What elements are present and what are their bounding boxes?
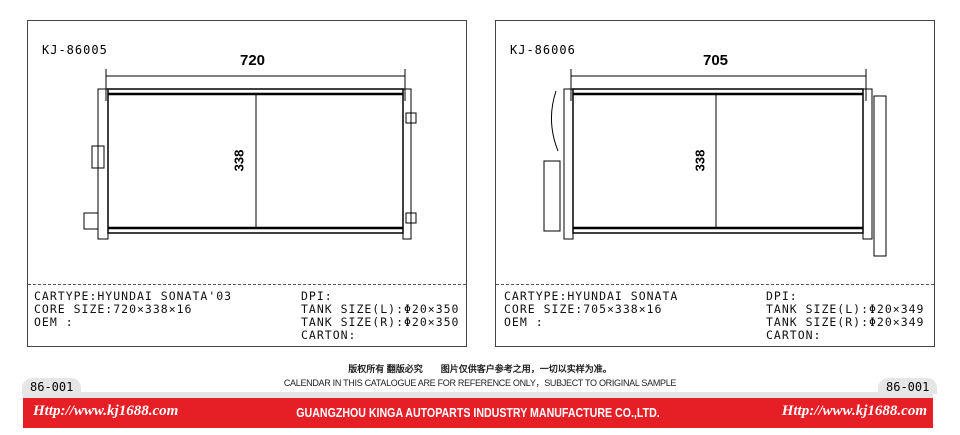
spec-left: CARTYPE:HYUNDAI SONATA CORE SIZE:705×338… [504, 290, 678, 329]
copyright-notice-en: CALENDAR IN THIS CATALOGUE ARE FOR REFER… [283, 378, 677, 388]
condenser-drawing [83, 69, 417, 240]
product-panel-86006: KJ-86006 705 338 CARTYPE:HYUNDAI SONATA … [495, 20, 935, 347]
footer-strip [23, 392, 933, 399]
tank-size-left: TANK SIZE(L):Φ20×350 [301, 302, 460, 316]
copyright-notice-cn: 版权所有 翻版必究 图片仅供客户参考之用，一切以实样为准。 [348, 364, 612, 374]
cartype: CARTYPE:HYUNDAI SONATA'03 [34, 289, 233, 303]
dpi: DPI: [301, 289, 333, 303]
divider [496, 284, 934, 285]
spec-right: DPI: TANK SIZE(L):Φ20×349 TANK SIZE(R):Φ… [766, 290, 924, 342]
website-link-right[interactable]: Http://www.kj1688.com [781, 403, 927, 419]
core-size: CORE SIZE:720×338×16 [34, 302, 193, 316]
product-code: KJ-86005 [42, 43, 108, 57]
dpi: DPI: [766, 289, 798, 303]
tank-size-right: TANK SIZE(R):Φ20×349 [766, 315, 925, 329]
website-link-left[interactable]: Http://www.kj1688.com [33, 403, 179, 419]
spec-right: DPI: TANK SIZE(L):Φ20×350 TANK SIZE(R):Φ… [301, 290, 459, 342]
carton: CARTON: [766, 328, 822, 342]
height-dimension: 338 [231, 149, 247, 172]
page-number-right: 86-001 [878, 378, 938, 394]
tank-size-left: TANK SIZE(L):Φ20×349 [766, 302, 925, 316]
height-dimension: 338 [692, 149, 708, 172]
divider [28, 284, 466, 285]
core-size: CORE SIZE:705×338×16 [504, 302, 663, 316]
footer-bar: Http://www.kj1688.com GUANGZHOU KINGA AU… [23, 398, 933, 428]
width-dimension: 720 [240, 52, 266, 69]
tank-size-right: TANK SIZE(R):Φ20×350 [301, 315, 460, 329]
company-name: GUANGZHOU KINGA AUTOPARTS INDUSTRY MANUF… [296, 406, 660, 420]
width-dimension: 705 [703, 52, 729, 69]
oem: OEM : [34, 315, 74, 329]
carton: CARTON: [301, 328, 357, 342]
spec-left: CARTYPE:HYUNDAI SONATA'03 CORE SIZE:720×… [34, 290, 232, 329]
cartype: CARTYPE:HYUNDAI SONATA [504, 289, 679, 303]
product-panel-86005: KJ-86005 720 338 CARTYPE:HYUNDAI SONATA'… [27, 20, 467, 347]
page-number-left: 86-001 [22, 378, 82, 394]
oem: OEM : [504, 315, 544, 329]
product-code: KJ-86006 [510, 43, 576, 57]
condenser-drawing [543, 69, 887, 257]
